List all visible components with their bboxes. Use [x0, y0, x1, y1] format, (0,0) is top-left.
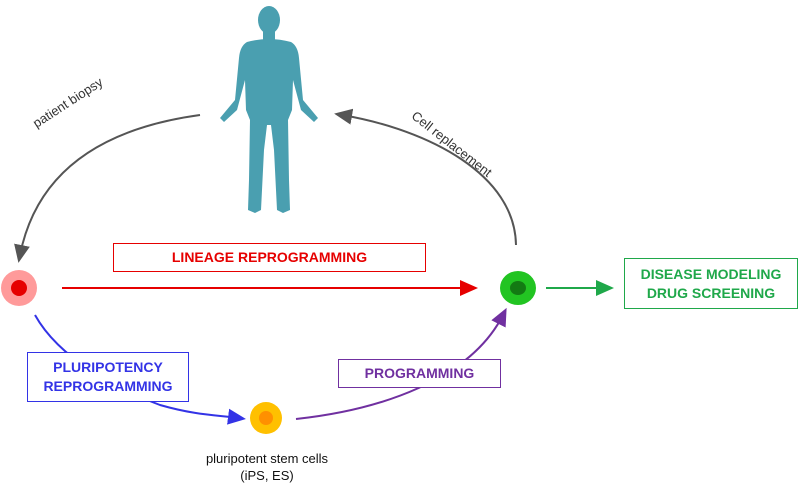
replacement-arrow — [334, 108, 517, 246]
lineage-reprogramming-box: LINEAGE REPROGRAMMING — [113, 243, 426, 272]
stem-cell-icon — [250, 402, 282, 434]
stem-cell-caption: pluripotent stem cells (iPS, ES) — [176, 450, 358, 484]
target-cell-icon — [500, 271, 536, 305]
drug-screening-label: DRUG SCREENING — [646, 284, 776, 301]
programming-arrow — [295, 307, 507, 420]
biopsy-arrow — [14, 114, 201, 263]
programming-label: PROGRAMMING — [364, 365, 475, 381]
somatic-cell-icon — [1, 270, 37, 306]
pluripotency-reprogramming-box: PLURIPOTENCY REPROGRAMMING — [27, 352, 189, 402]
lineage-reprogramming-label: LINEAGE REPROGRAMMING — [171, 249, 368, 265]
pluripotency-label: PLURIPOTENCY — [53, 359, 163, 375]
programming-box: PROGRAMMING — [338, 359, 501, 388]
disease-modeling-label: DISEASE MODELING — [640, 265, 782, 282]
human-figure-icon — [220, 6, 318, 213]
disease-modeling-box: DISEASE MODELING DRUG SCREENING — [624, 258, 798, 309]
stem-cell-caption-line1: pluripotent stem cells — [205, 451, 329, 466]
reprogramming-label: REPROGRAMMING — [43, 378, 173, 394]
stem-cell-caption-line2: (iPS, ES) — [240, 468, 294, 483]
